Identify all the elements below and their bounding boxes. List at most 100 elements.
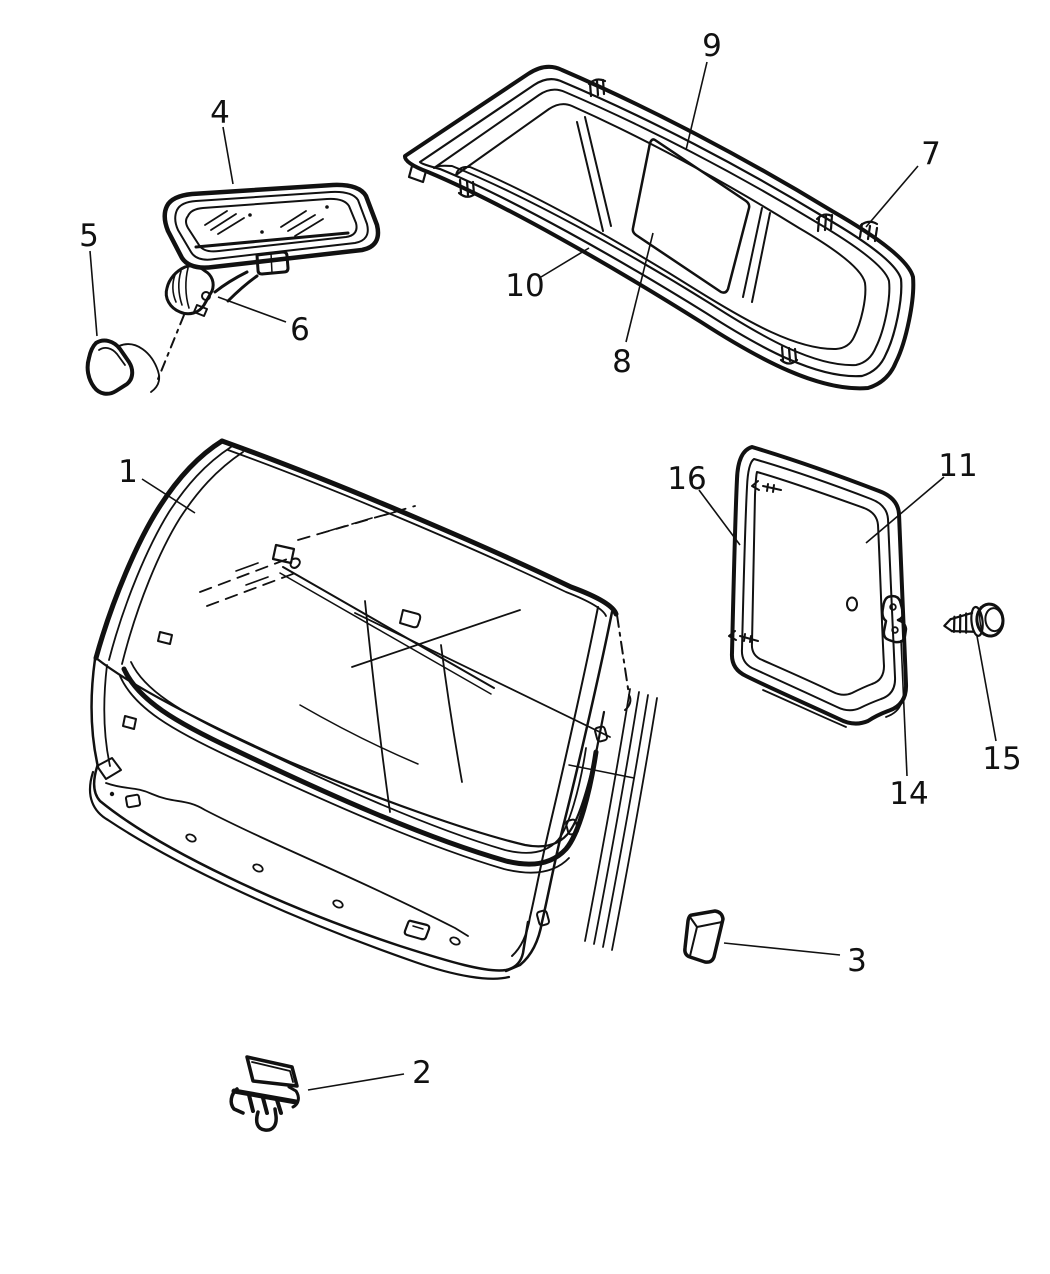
right-pillar	[504, 606, 632, 973]
callout-labels: 1 2 3 4 5 6 7 8 9 10 11 14 15 16	[79, 28, 1022, 1091]
leader-line-3	[723, 942, 841, 956]
mirror-housing-inner-line	[174, 190, 369, 261]
quarter-seal-corner-line	[885, 699, 903, 718]
windshield-clip	[229, 1055, 300, 1132]
leader-line-5	[89, 250, 98, 337]
callout-9: 9	[702, 28, 722, 64]
leader-lines	[89, 61, 997, 1091]
backlite-clip-top-right	[815, 213, 834, 233]
leader-line-6	[217, 296, 287, 323]
backlite-clip-left	[457, 178, 477, 198]
windshield-group	[88, 438, 658, 980]
leader-line-16	[698, 489, 741, 546]
clip-bracket	[287, 1085, 300, 1109]
backlite-clip-bottom	[779, 345, 799, 365]
mirror-glass-outline	[185, 197, 358, 253]
leader-line-11	[865, 476, 945, 544]
quarter-seal-inner-line	[740, 458, 897, 712]
opening-flange-line	[119, 675, 570, 874]
glass-scratch-hidden-lines	[199, 505, 416, 607]
windshield-bottom-edge	[94, 656, 606, 848]
callout-10: 10	[505, 268, 544, 304]
leader-line-10	[540, 247, 590, 278]
quarter-seal-extra-line	[762, 689, 847, 728]
spacer-block	[683, 909, 725, 964]
screw-head-face	[984, 607, 1004, 633]
backlite-right-mullion	[742, 207, 763, 298]
backlite-slider-panel	[631, 138, 751, 294]
mount-hidden-line	[157, 314, 185, 380]
windshield-left-band-line-1	[108, 446, 232, 661]
clip-flag	[245, 1055, 299, 1088]
callout-5: 5	[79, 218, 99, 254]
quarter-glass-pin-top	[751, 480, 782, 493]
mirror-mount	[164, 264, 215, 317]
clip-foot	[254, 1107, 278, 1132]
mirror-mount-cover	[85, 338, 135, 396]
left-frame-edge	[90, 657, 137, 769]
screw-head	[975, 602, 1005, 638]
screw-washer	[970, 605, 984, 637]
opening-gasket	[121, 666, 599, 867]
mirror-reflection-hatches	[204, 205, 329, 237]
backlite-clip-corner	[858, 220, 879, 243]
windshield-top-inner-line	[227, 449, 607, 617]
callout-3: 3	[847, 943, 867, 979]
leader-line-14	[900, 639, 908, 777]
leader-line-15	[976, 635, 997, 742]
leader-line-9	[685, 61, 708, 151]
leader-line-8	[625, 232, 654, 343]
backlite-left-mullion	[576, 121, 604, 232]
backlite-frame-inner-line-2	[433, 88, 891, 367]
callout-8: 8	[612, 344, 632, 380]
backlite-right-mullion-2	[751, 212, 771, 303]
leader-line-2	[307, 1073, 405, 1091]
callout-2: 2	[412, 1055, 432, 1091]
callout-14: 14	[889, 776, 928, 812]
quarter-glass-outline	[750, 471, 885, 696]
interior-perspective-lines	[299, 600, 611, 813]
callout-6: 6	[290, 312, 310, 348]
callout-1: 1	[118, 454, 138, 490]
screw	[943, 602, 1005, 638]
clip-bar	[231, 1088, 299, 1105]
screw-threads	[952, 612, 968, 634]
callout-7: 7	[921, 136, 941, 172]
windshield-right-hidden-edge	[616, 614, 630, 696]
interior-mirror-group	[85, 182, 381, 396]
callout-4: 4	[210, 95, 230, 131]
cowl-panel	[88, 757, 530, 980]
callout-16: 16	[667, 461, 706, 497]
windshield-fence-band	[279, 566, 495, 695]
quarter-glass-hole	[846, 596, 858, 612]
mirror-bottom-tab	[255, 250, 290, 276]
mirror-housing-outline	[162, 182, 381, 270]
leader-line-4	[222, 126, 234, 185]
mirror-glass-bottom-edge	[194, 231, 350, 249]
backlite-group	[403, 64, 916, 391]
leader-line-7	[865, 165, 919, 228]
quarter-seal-outline	[729, 445, 909, 726]
quarter-window-group	[728, 445, 909, 728]
callout-11: 11	[938, 448, 977, 484]
leader-line-1	[141, 478, 196, 514]
opening-gasket-inner-line	[130, 661, 587, 854]
cover-wire-curve	[118, 343, 161, 393]
clip-hook	[229, 1087, 245, 1115]
backlite-frame-inner-line-1	[418, 78, 903, 378]
backlite-left-tip-bracket	[407, 164, 428, 184]
backlite-clip-top	[587, 78, 607, 98]
windshield-left-molding	[93, 438, 225, 661]
quarter-window-latch	[881, 594, 908, 644]
backlite-glass-opening	[455, 103, 867, 351]
quarter-glass-pin-bottom	[728, 630, 759, 643]
screw-tip	[943, 618, 953, 633]
left-band-clip	[157, 631, 173, 645]
mirror-button-on-glass	[271, 543, 301, 569]
body-side-hatch-lines	[568, 688, 658, 951]
windshield-left-band-line-2	[121, 451, 244, 665]
callout-15: 15	[982, 741, 1021, 777]
backlite-left-mullion-2	[584, 116, 612, 227]
